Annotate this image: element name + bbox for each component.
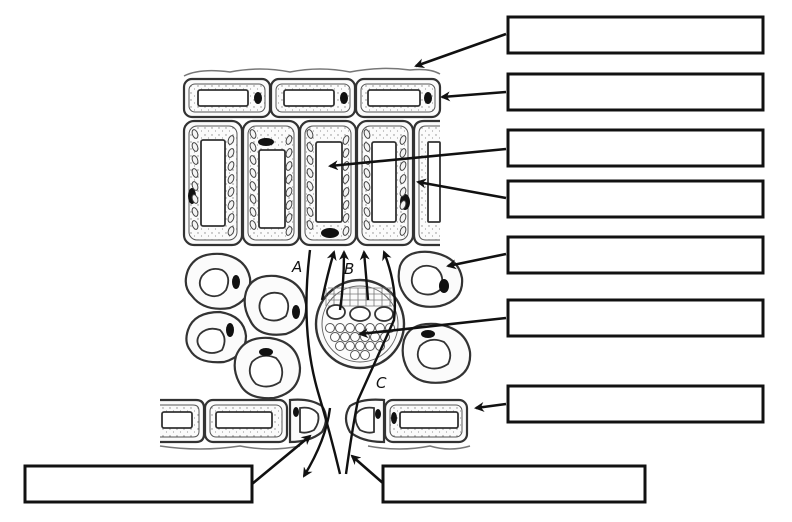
flow-letter-a: A — [291, 258, 302, 276]
flow-line-b-mid — [338, 250, 349, 311]
spongy-cell — [397, 250, 464, 308]
gas-flow-lines — [302, 249, 397, 478]
spongy-cell — [184, 252, 252, 310]
flow-line-b-right — [359, 250, 370, 301]
label-box-3[interactable] — [506, 128, 765, 168]
flow-line-b-left — [320, 250, 337, 301]
spongy-cell — [401, 322, 472, 384]
vascular-bundle — [314, 278, 406, 370]
label-box-5[interactable] — [506, 235, 765, 275]
flow-line-exit — [302, 407, 332, 478]
upper-epidermis — [182, 77, 442, 119]
arrow-to-lower-epidermis — [474, 401, 507, 412]
spongy-cell — [233, 336, 302, 400]
guard-cells — [288, 398, 386, 444]
lower-epidermis — [160, 398, 469, 444]
arrow-to-stoma — [350, 454, 385, 485]
pointer-arrows — [251, 32, 507, 486]
palisade-cell — [298, 119, 358, 247]
label-box-2[interactable] — [506, 72, 765, 112]
flow-letter-c: C — [376, 374, 387, 392]
arrow-to-vascular-bundle — [358, 316, 507, 339]
lower-cuticle — [159, 445, 471, 450]
upper-cuticle — [183, 67, 441, 77]
label-boxes — [23, 15, 765, 504]
arrow-to-chloroplast — [416, 178, 507, 200]
palisade-cell — [182, 119, 244, 247]
arrow-to-cuticle — [414, 32, 507, 69]
arrow-to-upper-epidermis — [440, 90, 507, 102]
arrow-to-guard-cell — [251, 434, 312, 486]
arrow-to-palisade-cell — [328, 147, 507, 171]
label-box-1[interactable] — [506, 15, 765, 55]
arrow-to-spongy-cell — [446, 252, 507, 270]
label-box-4[interactable] — [506, 179, 765, 219]
chloroplasts — [191, 129, 407, 236]
label-box-6[interactable] — [506, 298, 765, 338]
label-box-7[interactable] — [506, 384, 765, 424]
spongy-cell — [243, 274, 308, 336]
flow-line-c — [344, 250, 397, 475]
flow-letter-b: B — [344, 260, 354, 278]
palisade-cell — [241, 119, 301, 247]
flow-line-a — [305, 249, 342, 475]
palisade-layer — [182, 119, 441, 247]
label-box-8[interactable] — [23, 464, 254, 504]
spongy-cell — [185, 310, 248, 364]
label-box-9[interactable] — [381, 464, 647, 504]
